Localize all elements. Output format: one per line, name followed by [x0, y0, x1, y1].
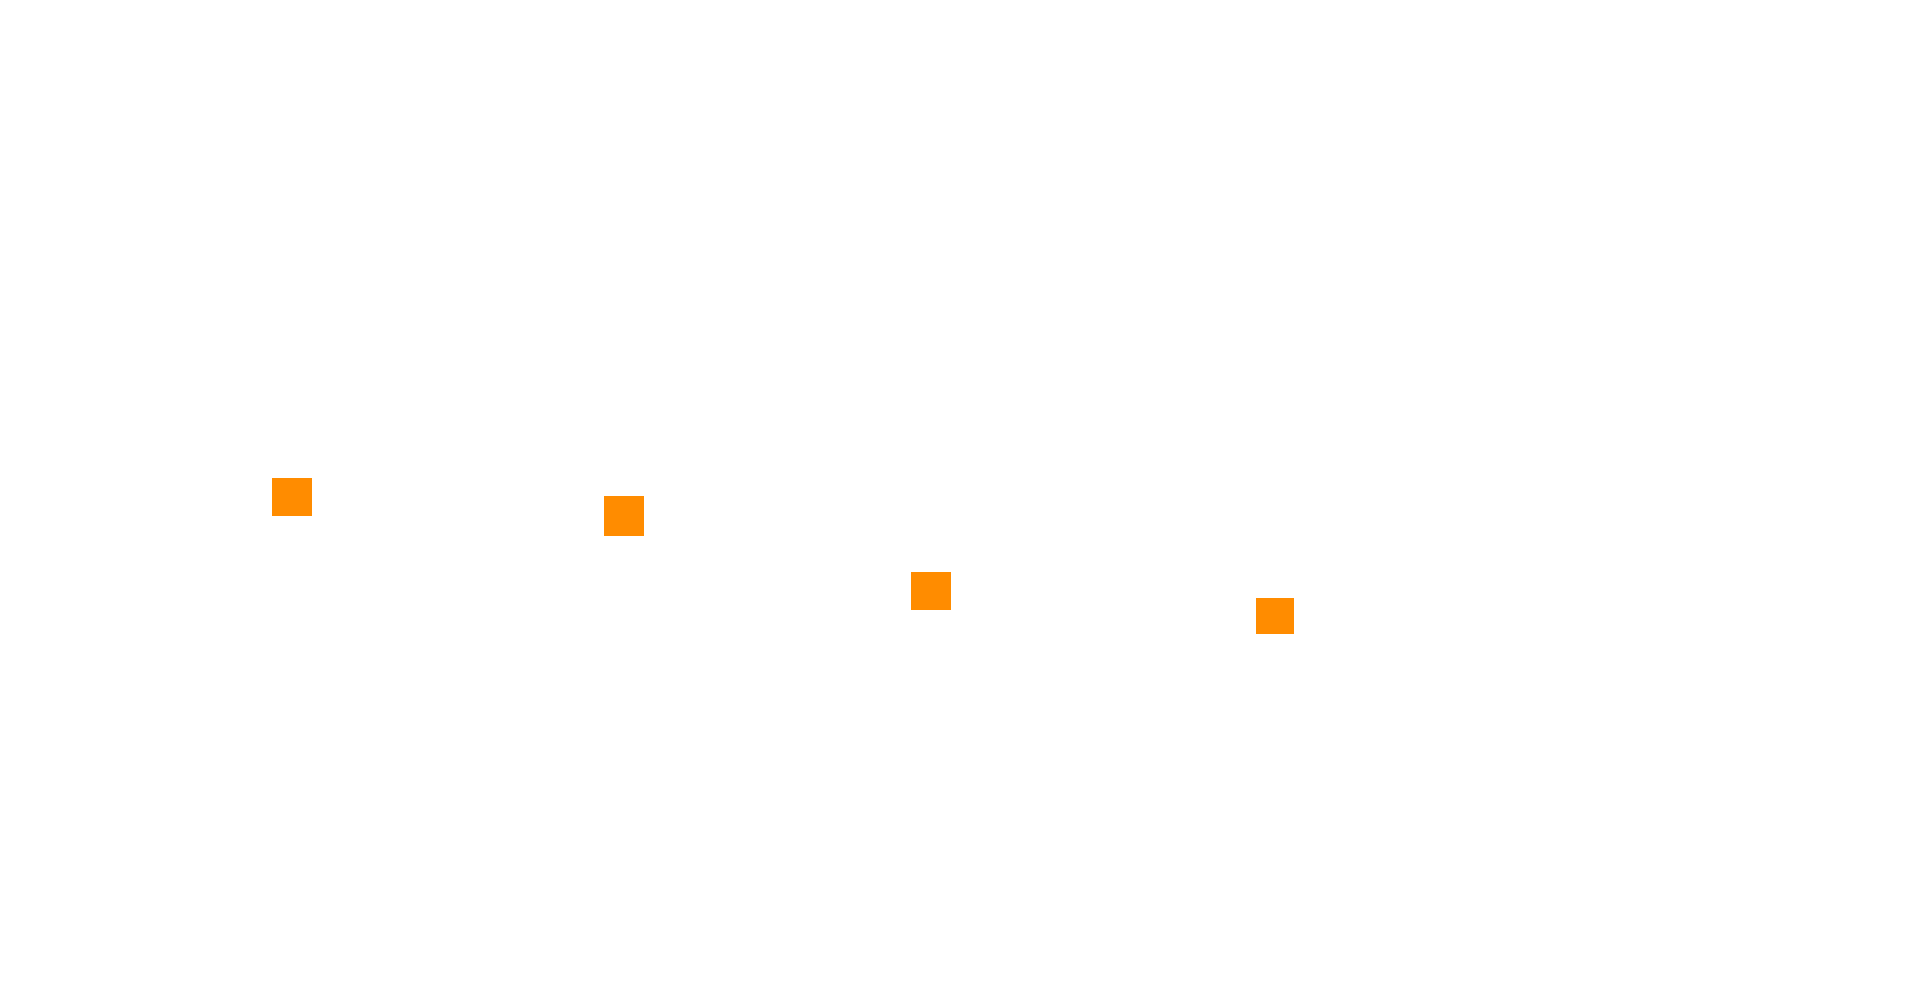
orange-square[interactable] — [272, 478, 312, 516]
orange-square[interactable] — [1256, 598, 1294, 634]
orange-square[interactable] — [911, 572, 951, 610]
orange-square[interactable] — [604, 496, 644, 536]
